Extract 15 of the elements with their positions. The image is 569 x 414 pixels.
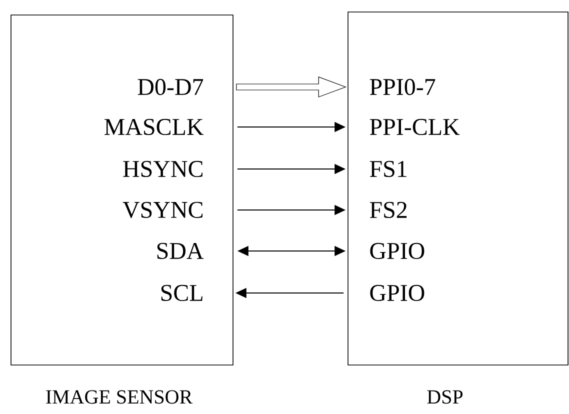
pin-label: PPI-CLK [370, 118, 460, 136]
pin-label: FS2 [370, 202, 407, 218]
pin-label: FS1 [370, 160, 406, 178]
pin-label: MASCLK [104, 118, 204, 136]
pin-label: GPIO [370, 242, 424, 260]
arrow [236, 76, 346, 98]
pin-label: SDA [157, 242, 204, 260]
node-label: IMAGE SENSOR [46, 390, 193, 404]
node-label: DSP [427, 390, 463, 404]
pin-label: GPIO [370, 284, 424, 302]
pin-label: D0-D7 [138, 78, 204, 96]
pin-label: VSYNC [122, 202, 202, 218]
pin-label: PPI0-7 [370, 78, 436, 96]
pin-label: SCL [161, 284, 202, 302]
pin-label: HSYNC [123, 160, 202, 178]
